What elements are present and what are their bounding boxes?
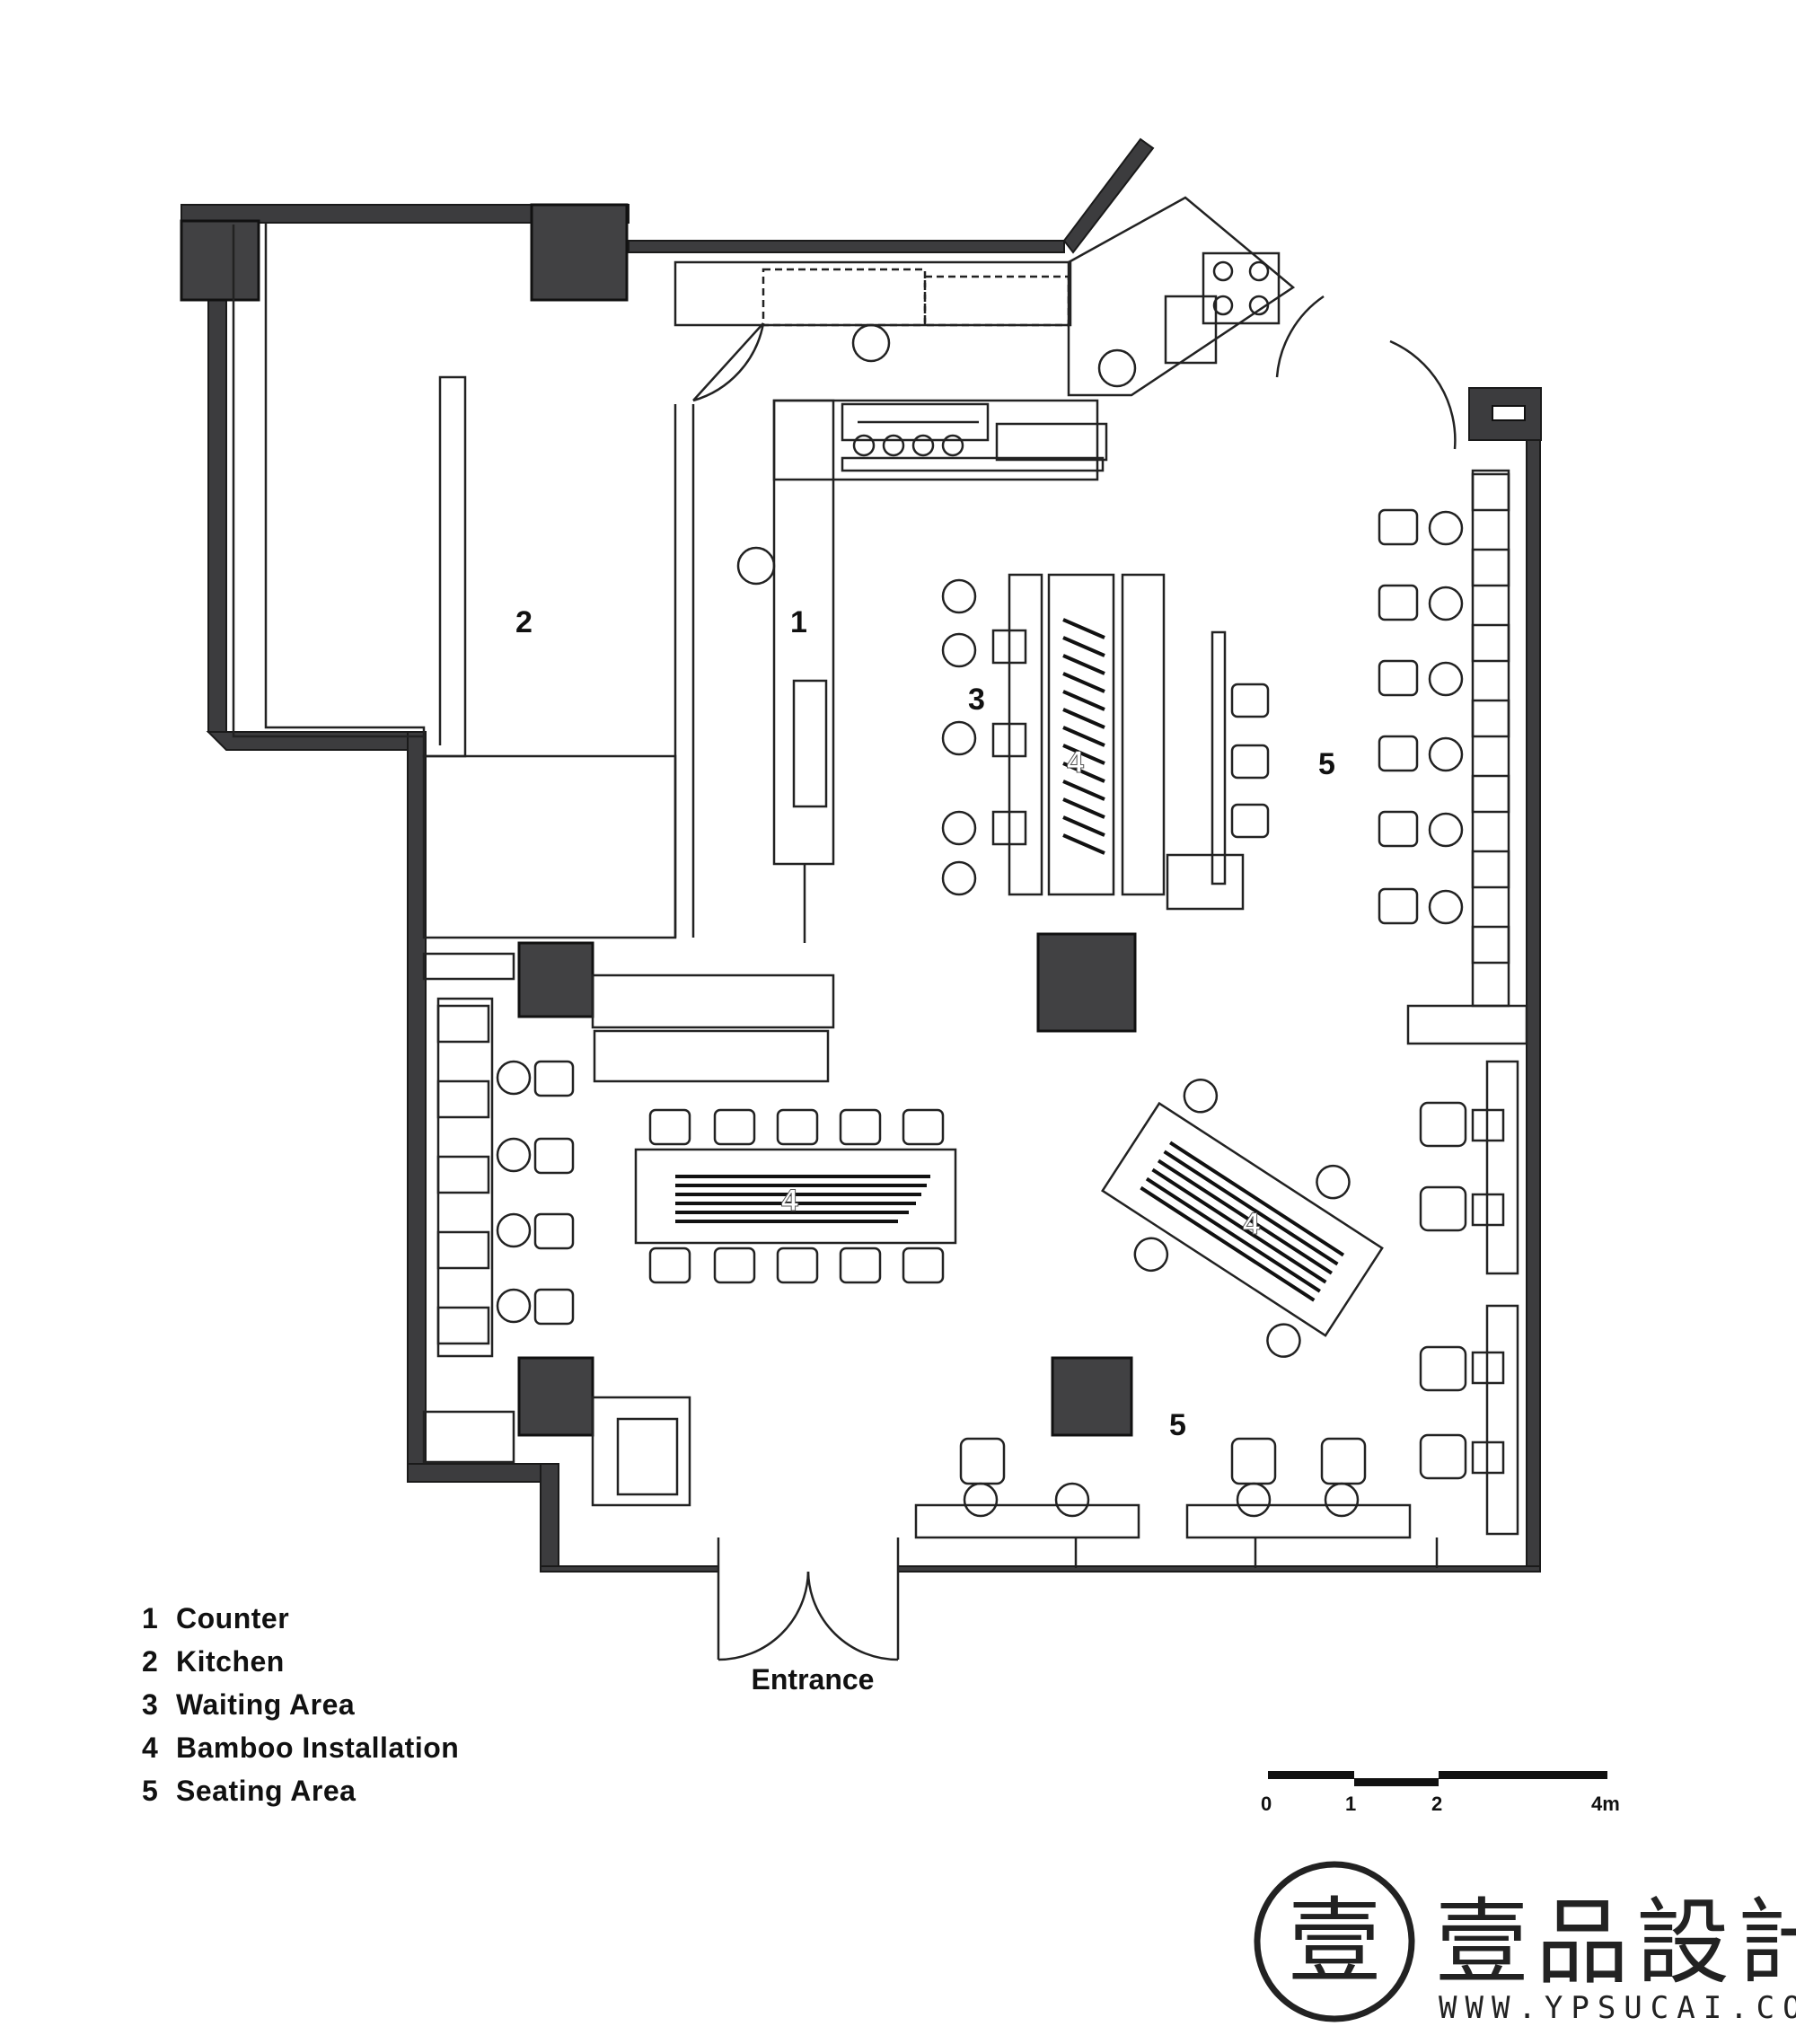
waiting-chairs xyxy=(1230,683,1270,839)
legend-number: 3 xyxy=(142,1688,159,1721)
side-door[interactable] xyxy=(1275,295,1457,450)
legend-number: 4 xyxy=(142,1731,159,1764)
right-lower-tables xyxy=(1419,1060,1519,1536)
legend-number: 1 xyxy=(142,1602,159,1634)
prep-counter xyxy=(674,196,1296,397)
legend-label: Waiting Area xyxy=(176,1688,356,1721)
watermark-logo-glyph: 壹 xyxy=(1288,1887,1381,1996)
scale-tick-1: 1 xyxy=(1345,1793,1357,1815)
watermark-name: 壹品設計 xyxy=(1435,1888,1796,1997)
legend-number: 5 xyxy=(142,1775,159,1807)
kitchen-door[interactable] xyxy=(692,322,765,402)
entrance-doors[interactable] xyxy=(717,1537,900,1661)
watermark-logo: 壹 xyxy=(1254,1861,1415,2022)
scale-tick-0: 0 xyxy=(1261,1793,1272,1815)
room-number-bamboo-2: 4 xyxy=(781,1184,798,1218)
bottom-tables xyxy=(914,1437,1439,1568)
legend-number: 2 xyxy=(142,1645,159,1678)
kitchen-area xyxy=(232,223,695,939)
exterior-walls xyxy=(180,137,1541,1573)
bamboo-installation-1 xyxy=(1062,618,1105,855)
watermark-url: WWW.YPSUCAI.COM xyxy=(1439,1990,1796,2026)
legend-label: Kitchen xyxy=(176,1645,285,1678)
right-bench xyxy=(1378,469,1528,1045)
legend-label: Counter xyxy=(176,1602,290,1634)
room-number-kitchen: 2 xyxy=(515,605,533,639)
pillars xyxy=(180,203,1137,1437)
legend-label: Seating Area xyxy=(176,1775,357,1807)
legend-label: Bamboo Installation xyxy=(176,1731,460,1764)
scale-bar xyxy=(1268,1771,1607,1786)
room-legend: 1 Counter 2 Kitchen 3 Waiting Area 4 Bamboo … xyxy=(142,1597,459,1812)
legend-item-3: 3 Waiting Area xyxy=(142,1683,459,1726)
room-number-bamboo-3: 4 xyxy=(1243,1207,1260,1241)
staff-figures xyxy=(736,323,1137,586)
left-banquette xyxy=(422,952,835,1507)
angled-table xyxy=(1101,1079,1384,1358)
entrance-label: Entrance xyxy=(751,1663,875,1696)
waiting-area xyxy=(941,573,1245,911)
room-number-counter: 1 xyxy=(790,605,807,639)
scale-tick-2: 2 xyxy=(1431,1793,1443,1815)
room-number-seating-2: 5 xyxy=(1169,1408,1186,1442)
legend-item-5: 5 Seating Area xyxy=(142,1769,459,1812)
room-number-waiting: 3 xyxy=(968,683,985,717)
legend-item-1: 1 Counter xyxy=(142,1597,459,1640)
legend-item-2: 2 Kitchen xyxy=(142,1640,459,1683)
service-counter xyxy=(772,399,1108,943)
bamboo-installation-2 xyxy=(675,1175,930,1223)
scale-tick-4m: 4m xyxy=(1591,1793,1620,1815)
right-fixture xyxy=(1468,387,1542,441)
room-number-bamboo-1: 4 xyxy=(1067,745,1084,780)
central-table xyxy=(634,1108,957,1284)
room-number-seating-1: 5 xyxy=(1318,747,1335,781)
legend-item-4: 4 Bamboo Installation xyxy=(142,1726,459,1769)
